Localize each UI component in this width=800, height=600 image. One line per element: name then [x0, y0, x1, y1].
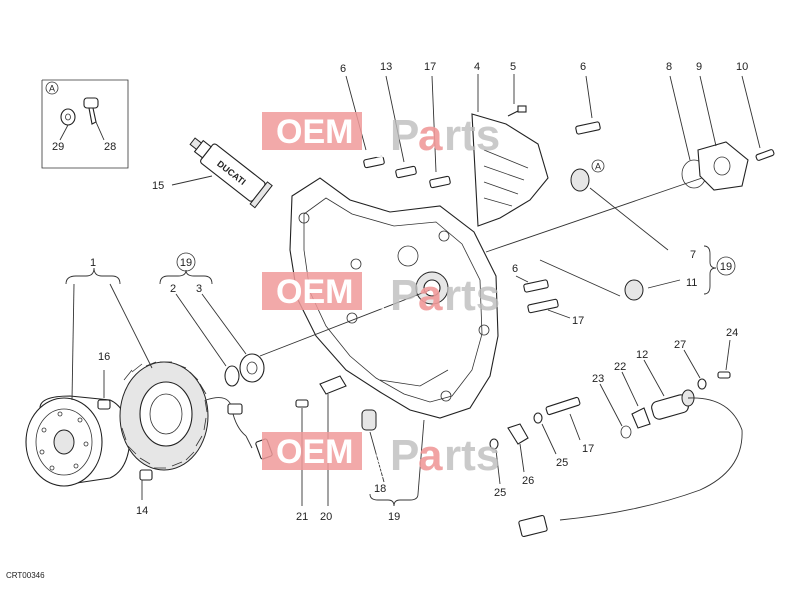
washer-part-25-right [533, 412, 557, 455]
callout-17-top: 17 [424, 61, 436, 73]
drawing-code: CRT00346 [6, 571, 45, 580]
callout-19-top: 19 [180, 257, 192, 269]
washer-part-27 [683, 349, 707, 390]
callout-6-mid: 6 [512, 263, 518, 275]
callout-27: 27 [674, 339, 686, 351]
svg-text:BIKE: BIKE [375, 129, 387, 158]
group-bracket-19-bottom [369, 493, 419, 507]
screw-part-5 [507, 74, 527, 117]
inset-detail-a: A [41, 79, 129, 169]
watermark-middle: OEM BIKE P a rts [262, 271, 500, 320]
callout-9: 9 [696, 61, 702, 73]
callout-29: 29 [52, 141, 64, 153]
callout-19-bottom: 19 [388, 511, 400, 523]
callout-1: 1 [90, 257, 96, 269]
washer-part-29 [60, 108, 76, 126]
svg-text:a: a [418, 111, 443, 160]
callout-24: 24 [726, 327, 738, 339]
bolt-part-28 [83, 97, 99, 125]
group-bracket-19-top [159, 252, 213, 285]
cable-clip-part-26 [507, 423, 529, 473]
callout-26: 26 [522, 475, 534, 487]
callout-14: 14 [136, 505, 148, 517]
callout-11: 11 [686, 277, 697, 289]
svg-text:BIKE: BIKE [375, 449, 387, 478]
svg-text:a: a [418, 271, 443, 320]
ref-circle-icon [45, 81, 59, 95]
svg-text:a: a [418, 431, 443, 480]
brace-7-11 [703, 245, 717, 295]
part-ref-mark: A [595, 162, 601, 172]
group-bracket-1 [65, 267, 153, 401]
svg-text:P: P [390, 431, 419, 480]
watermark-bottom: OEM BIKE P a rts [262, 431, 500, 480]
bolt-part-13 [385, 75, 417, 179]
sealant-tube-part-15: DUCATI [171, 137, 273, 209]
callout-12: 12 [636, 349, 648, 361]
ref-circle-icon [591, 159, 605, 173]
callout-16: 16 [98, 351, 110, 363]
group-circle-icon [716, 256, 736, 276]
bush-part-11 [624, 279, 681, 301]
callout-4: 4 [474, 61, 480, 73]
bolt-part-17-top [429, 75, 451, 189]
svg-text:rts: rts [444, 271, 500, 320]
o-ring-part-23 [599, 383, 632, 439]
callout-20: 20 [320, 511, 332, 523]
bush-part-18 [361, 409, 385, 483]
svg-text:P: P [390, 271, 419, 320]
callout-15: 15 [152, 180, 164, 192]
gasket-part-22 [621, 371, 651, 429]
callout-17-bottom: 17 [582, 443, 594, 455]
callout-2: 2 [170, 283, 176, 295]
bolt-part-6-top-right [575, 75, 601, 135]
callout-6-top-right: 6 [580, 61, 586, 73]
circlip-part-2 [175, 293, 240, 387]
inset-ref-mark: A [49, 84, 55, 94]
svg-text:P: P [390, 111, 419, 160]
svg-text:rts: rts [444, 431, 500, 480]
screw-part-24 [717, 339, 731, 379]
watermark-top: OEM BIKE P a rts [262, 111, 500, 160]
callout-25-left: 25 [494, 487, 506, 499]
callout-17-mid: 17 [572, 315, 584, 327]
callout-5: 5 [510, 61, 516, 73]
callout-23: 23 [592, 373, 604, 385]
flange-part-9 [697, 75, 749, 191]
flywheel-rotor [25, 395, 131, 487]
svg-text:OEM: OEM [276, 113, 353, 151]
callout-21: 21 [296, 511, 308, 523]
callout-8: 8 [666, 61, 672, 73]
generator-cover [289, 177, 499, 419]
washer-part-25-left [489, 438, 501, 485]
callout-13: 13 [380, 61, 392, 73]
bolt-part-6-mid [515, 275, 549, 293]
svg-text:OEM: OEM [276, 273, 353, 311]
callout-19-right: 19 [720, 261, 732, 273]
bolt-part-17-bottom [545, 396, 581, 441]
bolt-part-17-mid [527, 298, 571, 319]
callout-28: 28 [104, 141, 116, 153]
callout-labels: 29 28 15 1 19 2 3 16 14 6 13 17 4 5 6 8 … [52, 61, 748, 523]
callout-18: 18 [374, 483, 386, 495]
svg-text:OEM: OEM [276, 433, 353, 471]
pickup-sensor-part-12 [518, 359, 743, 538]
svg-text:BIKE: BIKE [375, 289, 387, 318]
bolt-part-16 [97, 370, 111, 410]
svg-text:rts: rts [444, 111, 500, 160]
callout-3: 3 [196, 283, 202, 295]
bolt-part-14 [139, 469, 153, 500]
callout-10: 10 [736, 61, 748, 73]
bearing-part-3 [201, 293, 265, 383]
bush-part-7: A [570, 159, 669, 251]
callout-25-right: 25 [556, 457, 568, 469]
callout-7: 7 [690, 249, 696, 261]
chain-guard-part-4 [471, 74, 549, 227]
screw-part-10 [741, 75, 775, 161]
callout-6-top-left: 6 [340, 63, 346, 75]
callout-22: 22 [614, 361, 626, 373]
